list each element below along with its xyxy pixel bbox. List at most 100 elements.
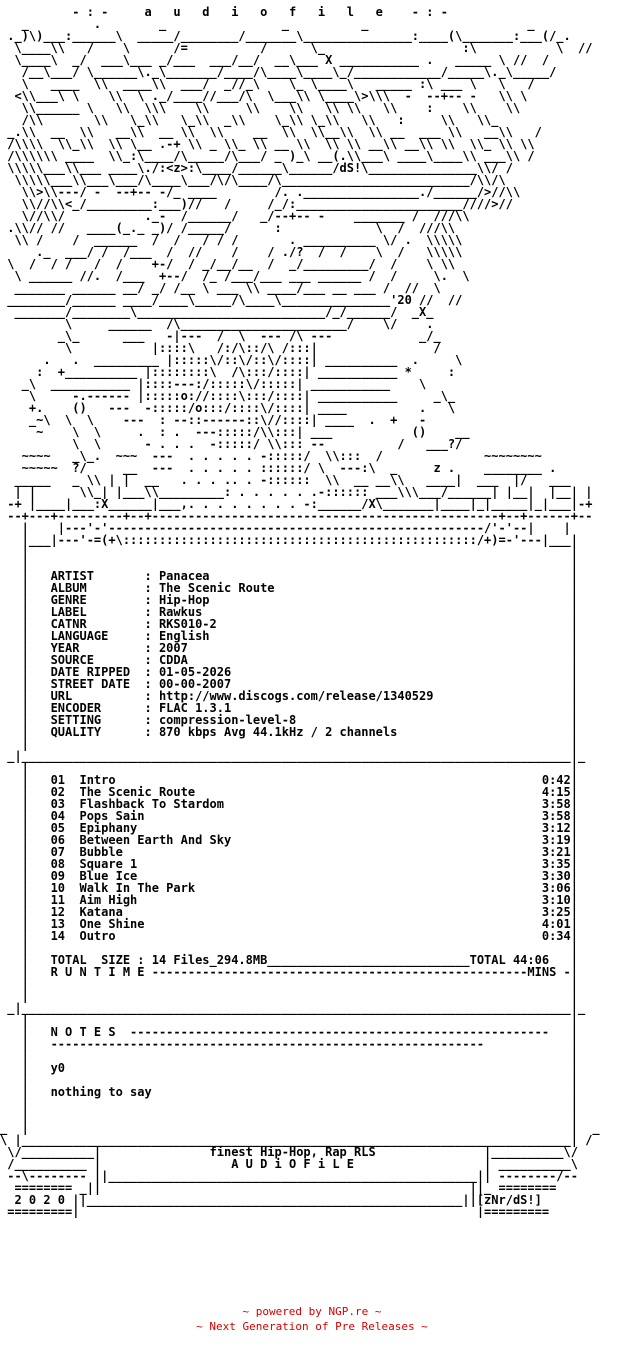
track-row: | 05 Epiphany 3:12| xyxy=(21,821,578,835)
ascii-art-line: \____\ _/ ___\___ _/___ ___/__/ __\___ X… xyxy=(14,53,550,67)
info-row: | ARTIST : Panacea | xyxy=(21,569,578,583)
ascii-art-line: . . _________ |:::::\/::\/::\/::::| ____… xyxy=(43,353,463,367)
info-row: | LABEL : Rawkus | xyxy=(21,605,578,619)
ascii-art-line: \ ______ //. /___ +--/ /_ /___/___ ___ _… xyxy=(14,269,470,283)
ascii-art-line: -+ |____|___:X______|___,. . . . . . . .… xyxy=(7,497,593,511)
info-row: | ENCODER : FLAC 1.3.1 | xyxy=(21,701,578,715)
ascii-art-line: : +__________ |::::::::\ /\:::/::::| ___… xyxy=(36,365,456,379)
info-row: | LANGUAGE : English | xyxy=(21,629,578,643)
divider-line: _|______________________________________… xyxy=(7,749,586,763)
ascii-art-line: \\//\\<_/_________:___)// / /_/:________… xyxy=(21,197,513,211)
frame-line: | | xyxy=(21,1109,578,1123)
runtime-row: | R U N T I M E ------------------------… xyxy=(21,965,578,979)
ascii-art-line: /\\\\\\ ____ \\_:\____/\_____/\___/ _ )_… xyxy=(7,149,535,163)
frame-line: | | xyxy=(21,941,578,955)
ascii-art-line: _______/________\_______________________… xyxy=(14,305,434,319)
info-row: | SETTING : compression-level-8 | xyxy=(21,713,578,727)
track-row: | 04 Pops Sain 3:58| xyxy=(21,809,578,823)
notes-line: | y0 | xyxy=(21,1061,578,1075)
track-row: | 08 Square 1 3:35| xyxy=(21,857,578,871)
info-row: | URL : http://www.discogs.com/release/1… xyxy=(21,689,578,703)
info-row: | QUALITY : 870 kbps Avg 44.1kHz / 2 cha… xyxy=(21,725,578,739)
track-row: | 03 Flashback To Stardom 3:58| xyxy=(21,797,578,811)
ascii-art-line: ._)\)___:______\ _____/________/_______\… xyxy=(7,29,571,43)
track-row: | 07 Bubble 3:21| xyxy=(21,845,578,859)
ascii-art-line: \ / / / / / +-/ / _/__/__ / _/_________/… xyxy=(7,257,456,271)
nfo-text: - : - a u d i o f i l e - : - _ . _ _ _ … xyxy=(0,6,624,1218)
ascii-art-line: _______ ______ __/ _/ /__ \ ___ \\ ____/… xyxy=(14,281,441,295)
ascii-art-line: \//\\/ ._- /______/ _/--+-- - _______ / … xyxy=(21,209,470,223)
ascii-art-line: \____\\ / \ /= / \_ :\ \ // xyxy=(14,41,593,55)
track-row: | 11 Aim High 3:10| xyxy=(21,893,578,907)
total-row: | TOTAL SIZE : 14 Files_294.8MB_________… xyxy=(21,953,578,967)
footer-tagline: ~ Next Generation of Pre Releases ~ xyxy=(196,1320,428,1333)
notes-line: | nothing to say | xyxy=(21,1085,578,1099)
ascii-art-line: _.\\ __ \\ __\\ __ \\ \\ __ \\ \\__\\ \\… xyxy=(7,125,542,139)
ascii-art-line: _____ _ \\ | | __ . . . .. . -:::::: \\ … xyxy=(14,473,571,487)
ascii-art-line: \\\\\___\\___ ____\./:<z>:\____/______\_… xyxy=(7,161,513,175)
frame-line: | | xyxy=(21,1049,578,1063)
ascii-art-line: _\ ___________ |::::---:/:::::\/:::::| _… xyxy=(21,377,427,391)
ascii-art-line: ._ ___/ / /___ / // / / ./? / / \ / \\\\… xyxy=(36,245,463,259)
info-row: | ALBUM : The Scenic Route | xyxy=(21,581,578,595)
frame-line: | | xyxy=(21,1013,578,1027)
info-row: | CATNR : RKS010-2 | xyxy=(21,617,578,631)
ascii-art-line: ~~~~ _\_. ~~~ --- . . . . . -:::::/ \\::… xyxy=(21,449,542,463)
ascii-art-line: _ . _ _ _ _ xyxy=(21,17,535,31)
banner-line: /__________ | A U D i O F i L E | ______… xyxy=(7,1157,578,1171)
ascii-art-line: \\\\\___\\___\___/\____\___/\/\____/\___… xyxy=(14,173,506,187)
ascii-art-line: \ ____ \\ ____\\ ___/ _//_\ \_ \____\ __… xyxy=(21,77,535,91)
notes-line: | | xyxy=(21,1073,578,1087)
frame-line: | | xyxy=(21,989,578,1003)
frame-line: _ | | _ xyxy=(0,1121,600,1135)
ascii-art-line: /\\ \\ \_\\ \_\\ _\\ \_\\ \_\\ \\ : \\ \… xyxy=(21,113,499,127)
banner-line: \/__________| finest Hip-Hop, Rap RLS |_… xyxy=(7,1145,578,1159)
frame-line: | | xyxy=(21,761,578,775)
ascii-art-line: /__\___/ \______\._\_______/____/\____\_… xyxy=(21,65,557,79)
ascii-art-line: <\\___\ \ \\ \ ._/____//___/\ \___\\ \__… xyxy=(14,89,528,103)
banner-line: --\-------- ||__________________________… xyxy=(7,1169,578,1183)
ascii-art-line: +. () --- -:::::/o:::/::::\/::::| ____ .… xyxy=(28,401,456,415)
ascii-art-line: ~ \ \ . : . ---:::::/\\:::| ___ () __ xyxy=(36,425,470,439)
ascii-art-line: ~~~~~ ?/ __ --- . . . . . ::::::/ \ ---:… xyxy=(21,461,557,475)
frame-line: =========| |========= xyxy=(7,1205,550,1218)
divider-line: _|______________________________________… xyxy=(7,1001,586,1015)
notes-title: | N O T E S ----------------------------… xyxy=(21,1025,578,1039)
ascii-art-line: \\>\\---/ - --+-- -/_ ____ /. ._________… xyxy=(21,185,521,199)
ascii-art-line: ________/______ ____/____\_____/\____\__… xyxy=(7,293,463,307)
frame-line: | | xyxy=(21,1097,578,1111)
info-row: | DATE RIPPED : 01-05-2026 | xyxy=(21,665,578,679)
ascii-art-line: _\_ ___ -|--- / \ --- /\ --- _/_ xyxy=(57,329,441,343)
ascii-art-line: \\______ \ \\ \\\ \\ \\ \\ \\ \\ \\ : \\… xyxy=(21,101,521,115)
footer-powered-by: ~ powered by NGP.re ~ xyxy=(242,1305,382,1318)
ascii-art-line: --+---+---------+--+--------------------… xyxy=(7,509,593,523)
track-row: | 09 Blue Ice 3:30| xyxy=(21,869,578,883)
info-row: | GENRE : Hip-Hop | xyxy=(21,593,578,607)
track-row: | 14 Outro 0:34| xyxy=(21,929,578,943)
frame-line: | | xyxy=(21,977,578,991)
ascii-art-line: \ |::::\ /:/\::/\ /:::| / xyxy=(65,341,441,355)
ascii-art-line: .\\// // ____(_._ _)/ /_____/ : \ / ///\… xyxy=(7,221,456,235)
frame-line: | | xyxy=(21,557,578,571)
track-row: | 06 Between Earth And Sky 3:19| xyxy=(21,833,578,847)
year-line: 2 0 2 0 ||______________________________… xyxy=(14,1193,542,1207)
track-row: | 02 The Scenic Route 4:15| xyxy=(21,785,578,799)
ascii-art-line: \ \ - . . . -:::::/ \\::: -- / ___?/ xyxy=(72,437,463,451)
ascii-art-line: _~\ \ \ --- : --::------::\//::::| ____ … xyxy=(28,413,427,427)
footer: ~ powered by NGP.re ~ ~ Next Generation … xyxy=(0,1304,624,1334)
track-row: | 10 Walk In The Park 3:06| xyxy=(21,881,578,895)
frame-line: \ |_____________________________________… xyxy=(0,1133,593,1147)
info-row: | YEAR : 2007 | xyxy=(21,641,578,655)
ascii-art-line: \ ______ /\_______________________/ \/ . xyxy=(65,317,434,331)
info-row: | STREET DATE : 00-00-2007 | xyxy=(21,677,578,691)
ascii-art-line: |___|---'-=(+\::::::::::::::::::::::::::… xyxy=(21,533,578,547)
ascii-art-line: /\\\\ \\_\\ \\ \__ .-+ \\ _ \\_ \\ __ \\… xyxy=(7,137,535,151)
ascii-art-line: | | \\_| |___\\_________: . . . . . .-::… xyxy=(14,485,593,499)
notes-rule: | --------------------------------------… xyxy=(21,1037,578,1051)
ascii-art-line: \ -.------ |:::::o://::::\:::/::::| ____… xyxy=(28,389,456,403)
frame-line: | | xyxy=(21,737,578,751)
track-row: | 12 Katana 3:25| xyxy=(21,905,578,919)
ascii-art-line: \\ / / ______ / / / / / . __________ \/ … xyxy=(14,233,463,247)
frame-line: | | xyxy=(21,545,578,559)
banner-line: ======== _|| ||_ ======== xyxy=(14,1181,557,1195)
